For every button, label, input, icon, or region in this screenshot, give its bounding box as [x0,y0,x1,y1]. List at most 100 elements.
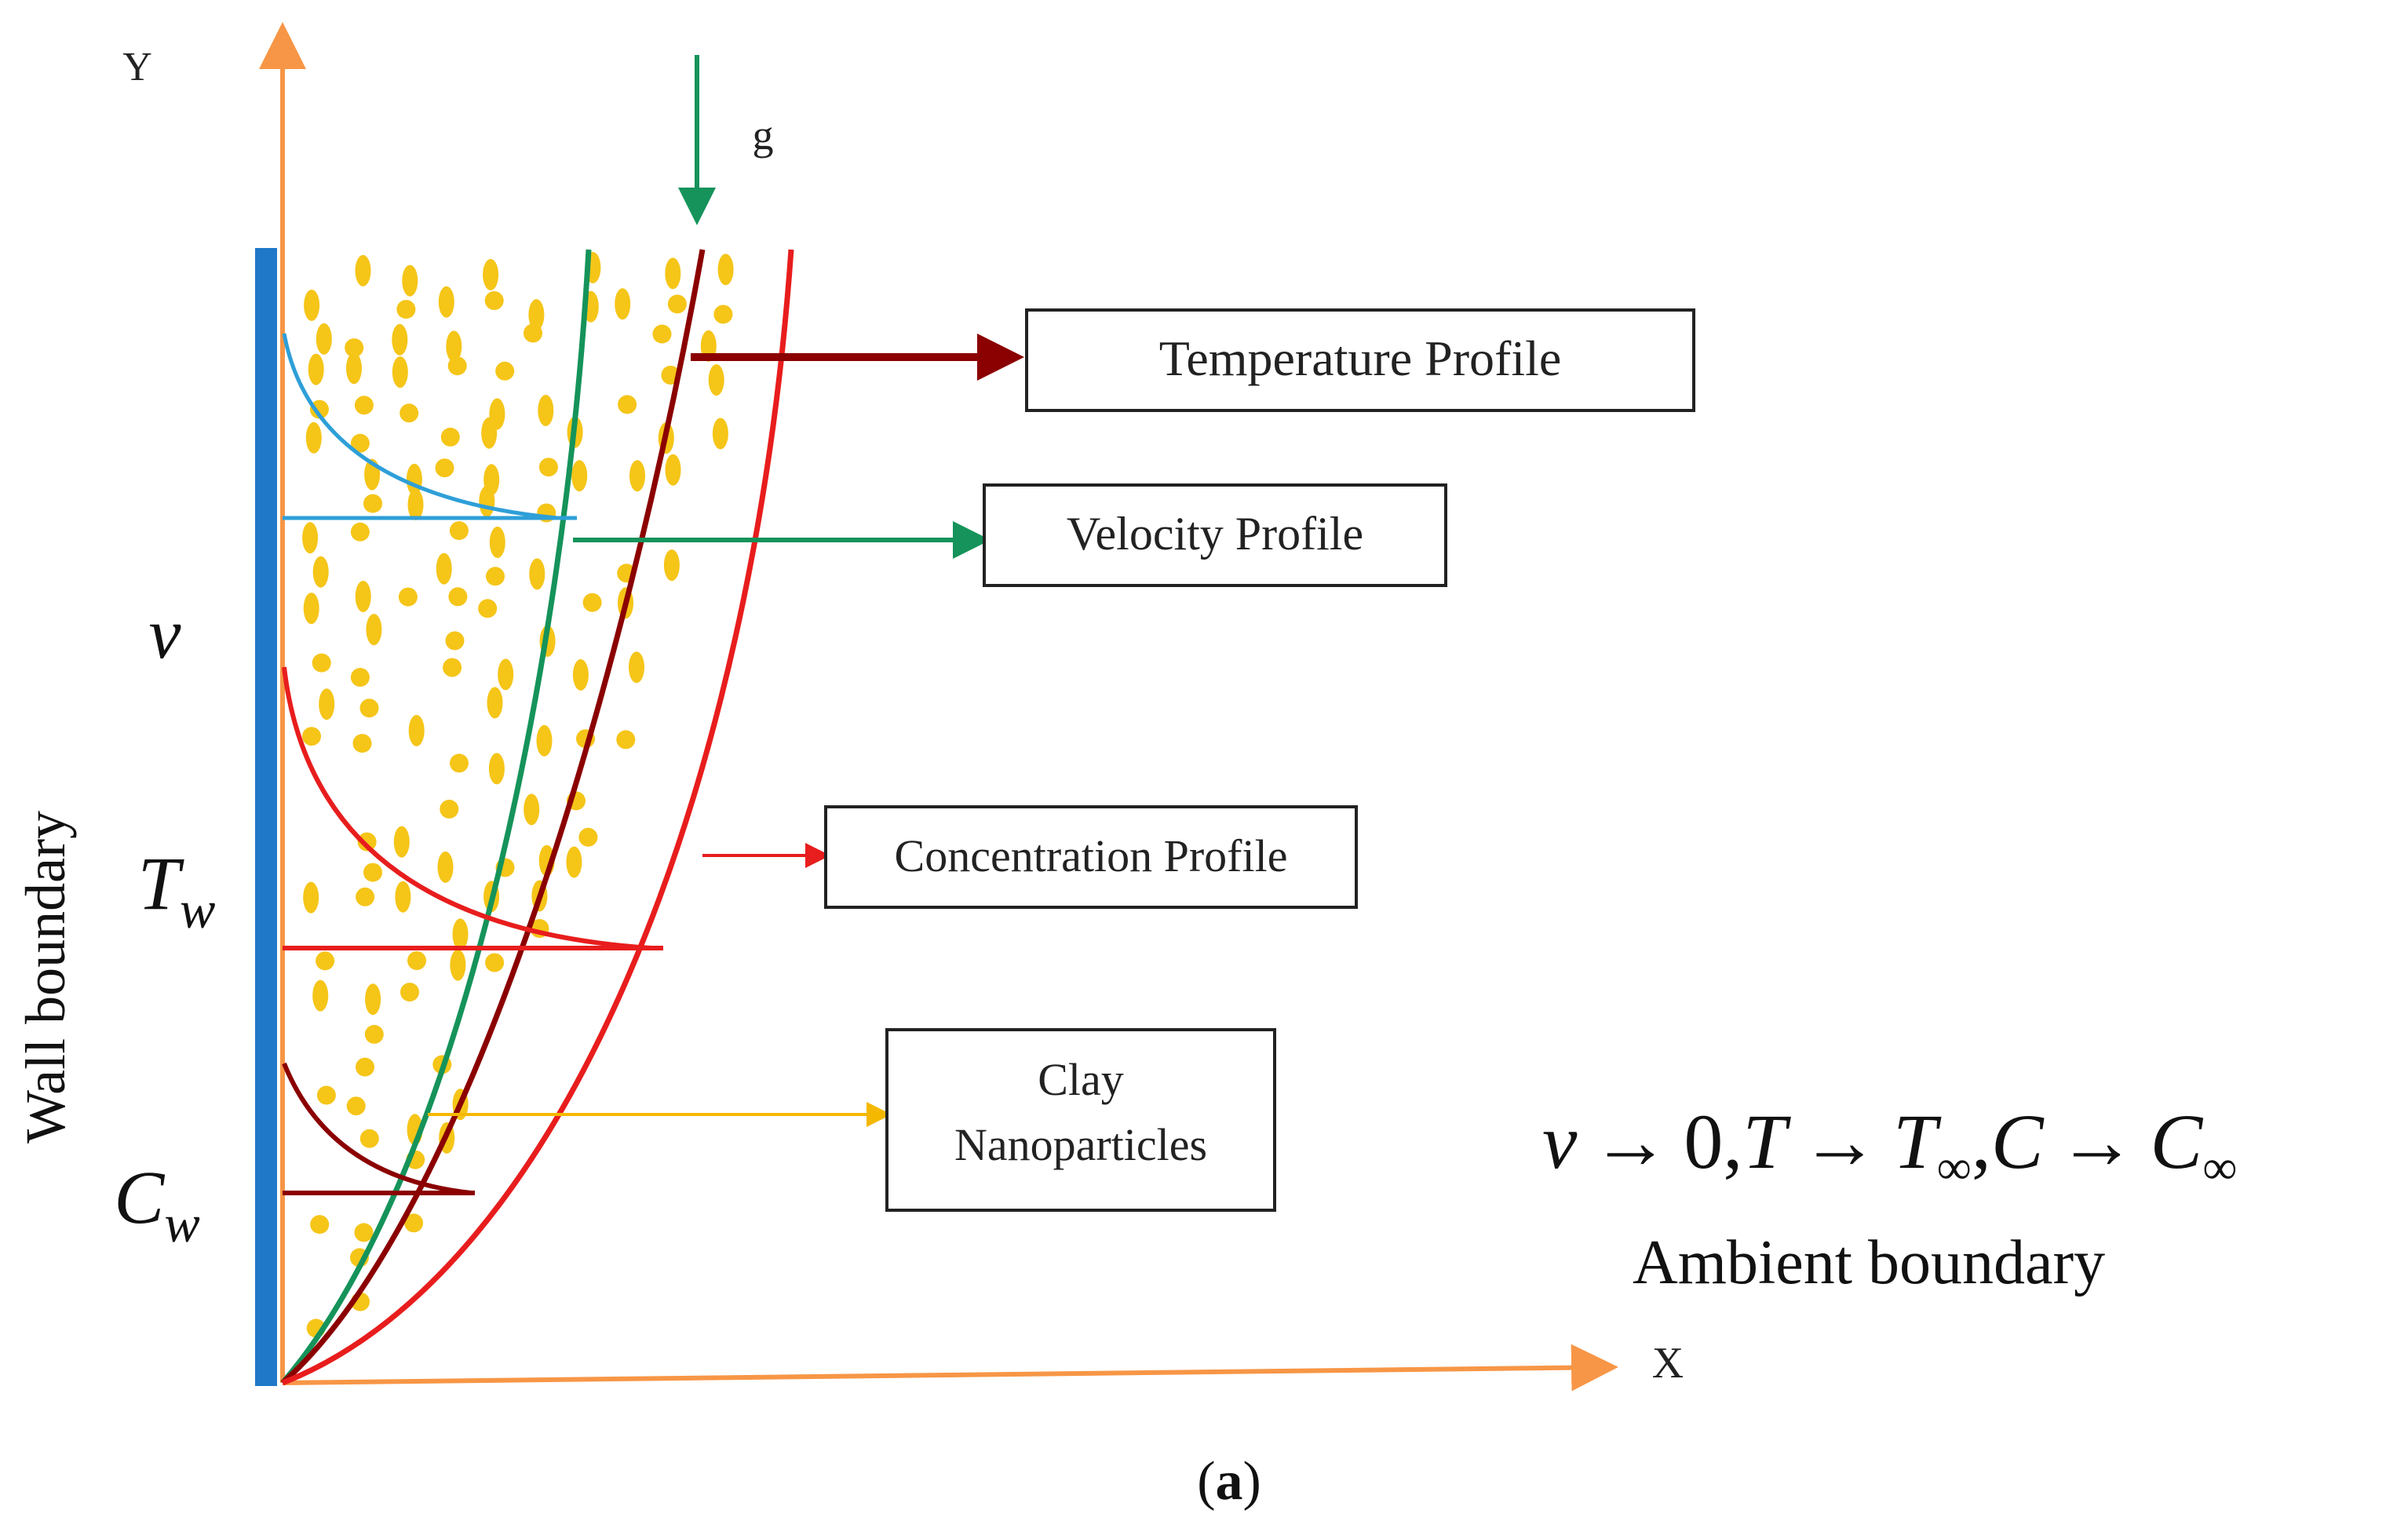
nanoparticle-dot [355,581,371,612]
wall-velocity-symbol: v [149,593,181,673]
nanoparticle-dot [354,396,374,415]
nanoparticle-dot [400,403,419,423]
wall-temperature-symbol: Tw [138,841,216,939]
nanoparticle-dot [402,264,418,297]
nanoparticle-dot [437,851,454,883]
nanoparticle-dot [440,799,459,819]
nanoparticle-dot [572,658,589,691]
nanoparticle-dot [524,323,542,343]
x-axis [282,1344,1618,1392]
nanoparticle-dot [436,553,452,585]
ambient-condition: v→0,T→T∞,C→C∞ [1542,1098,2237,1195]
nanoparticle-dot [363,863,382,882]
nanoparticle-dot [446,330,462,363]
nanoparticle-dot [350,668,370,687]
nanoparticle-dot [489,527,505,558]
nanoparticle-dot [486,567,505,586]
nanoparticle-dot [440,427,460,447]
nanoparticle-dot [566,846,582,878]
nanoparticle-dot [404,1213,424,1233]
nanoparticle-dot [571,460,588,492]
nanoparticle-dot [359,699,379,718]
nanoparticle-dot [408,714,425,746]
nanoparticle-dot [478,599,498,618]
nanoparticle-dot [392,356,408,388]
nanoparticle-dot [488,753,505,785]
nanoparticle-dot [398,587,418,607]
nanoparticle-dot [407,951,426,970]
nanoparticle-dot [305,421,322,454]
wall-boundary-label: Wall boundary [14,811,77,1144]
nanoparticle-dot [443,658,462,677]
nanoparticle-dot [359,1129,379,1148]
nanoparticle-dot [356,887,375,906]
nanoparticle-dot [316,951,335,971]
nanoparticle-dot [438,286,454,318]
nanoparticle-dot [629,460,645,492]
nanoparticle-dot [616,730,636,750]
nanoparticle-dot [366,614,382,646]
nanoparticle-dot [319,688,335,720]
nanoparticle-dot [652,324,672,344]
nanoparticle-dot [400,983,419,1002]
concentration-profile-box: Concentration Profile [824,805,1358,909]
nanoparticle-dot [309,399,329,419]
nanoparticle-dot [407,489,424,520]
temperature-profile-label: Temperature Profile [1159,330,1562,386]
nanoparticle-dot [495,361,515,381]
clay-label-line1: Clay [1038,1054,1124,1105]
clay-label-line2: Nanoparticles [954,1119,1207,1170]
nanoparticle-dot [350,433,370,453]
nanoparticle-dot [363,494,382,513]
nanoparticle-dot [303,881,319,914]
nanoparticle-dot [449,521,469,541]
panel-label: (a) [1197,1451,1261,1512]
nanoparticle-dot [393,826,410,858]
nanoparticle-dot [396,300,416,319]
nanoparticle-dot [618,395,637,414]
nanoparticle-dot [717,254,734,286]
concentration-decay-curve [282,666,652,950]
nanoparticle-dot [667,294,687,314]
nanoparticle-dot [435,458,454,478]
temperature-decay-curve [282,1062,472,1195]
velocity-profile-box: Velocity Profile [983,483,1447,587]
ambient-boundary-label: Ambient boundary [1633,1228,2105,1297]
nanoparticle-dot [708,364,724,396]
concentration-profile-curve [281,249,794,1386]
nanoparticle-dot [312,653,331,673]
nanoparticle-dot [483,259,499,290]
nanoparticle-dot [345,338,364,358]
nanoparticle-dot [356,1057,374,1077]
nanoparticle-dot [312,556,329,588]
nanoparticle-dot [665,257,681,290]
nanoparticle-dot [481,417,498,449]
nanoparticle-dot [712,418,728,450]
nanoparticle-dot [308,353,324,385]
nanoparticle-dot [524,793,540,826]
nanoparticle-dot [452,918,469,950]
nanoparticle-dot [665,454,681,486]
nanoparticle-dot [346,352,362,385]
nanoparticle-dot [392,323,408,356]
nanoparticle-dot [346,1096,366,1116]
nanoparticle-dot [485,953,505,972]
nanoparticle-dot [538,458,558,477]
nanoparticle-dot [447,356,467,376]
nanoparticle-dot [302,727,321,746]
velocity-decay-curve [282,333,558,520]
nanoparticle-dot [487,687,503,719]
nanoparticle-dot [445,631,465,651]
nanoparticle-dot [395,881,411,913]
nanoparticle-dot [303,593,319,625]
nanoparticle-dot [316,323,332,355]
nanoparticle-dot [316,1085,336,1105]
nanoparticle-dot [582,593,602,612]
nanoparticle-dot [302,522,319,554]
nanoparticle-dot [484,291,504,310]
nanoparticle-dot [450,949,466,981]
velocity-profile-label: Velocity Profile [1067,508,1363,560]
nanoparticle-dot [528,299,545,331]
